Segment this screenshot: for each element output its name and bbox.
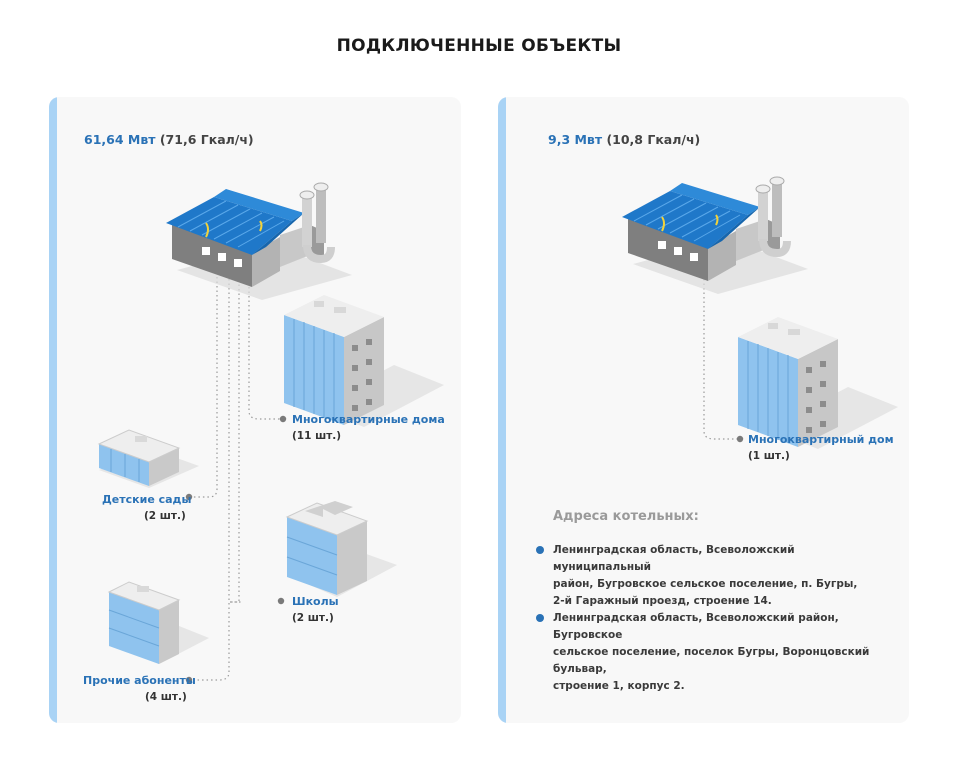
panel-right: 9,3 Мвт (10,8 Гкал/ч) Многоквартирный до… xyxy=(498,97,909,723)
address-1-line3: 2-й Гаражный проезд, строение 14. xyxy=(553,595,772,607)
right-diagram xyxy=(498,97,899,450)
dot-kindergartens xyxy=(185,493,193,501)
address-1-line2: район, Бугровское сельское поселение, п.… xyxy=(553,578,858,590)
dot-other xyxy=(185,676,193,684)
count-schools: (2 шт.) xyxy=(292,612,334,624)
right-power-gcal: (10,8 Гкал/ч) xyxy=(606,132,701,147)
address-bullet xyxy=(536,614,544,622)
label-schools: Школы xyxy=(292,595,339,608)
label-kindergartens: Детские сады xyxy=(102,493,192,506)
dot-schools xyxy=(277,597,285,605)
panel-accent-bar xyxy=(498,97,506,723)
left-power-mw: 61,64 Мвт xyxy=(84,132,156,147)
address-bullet xyxy=(536,546,544,554)
right-power: 9,3 Мвт (10,8 Гкал/ч) xyxy=(548,132,700,147)
school-icon xyxy=(286,500,398,598)
boiler-house-icon xyxy=(622,177,808,294)
line-other xyxy=(191,279,230,681)
label-apartment: Многоквартирный дом xyxy=(748,433,894,446)
other-building-icon xyxy=(108,581,210,665)
address-1-line1: Ленинградская область, Всеволожский муни… xyxy=(553,544,795,573)
address-2-line3: строение 1, корпус 2. xyxy=(553,680,685,692)
address-2-line2: сельское поселение, поселок Бугры, Ворон… xyxy=(553,646,870,675)
line-kindergartens xyxy=(191,277,218,498)
line-apartment xyxy=(703,279,742,440)
boiler-house-icon xyxy=(166,183,352,300)
count-kindergartens: (2 шт.) xyxy=(144,510,186,522)
apartment-building-icon xyxy=(737,316,899,450)
left-power-gcal: (71,6 Гкал/ч) xyxy=(159,132,254,147)
count-apartments: (11 шт.) xyxy=(292,430,342,442)
line-apartments xyxy=(248,287,281,420)
count-apartment: (1 шт.) xyxy=(748,450,790,462)
right-power-mw: 9,3 Мвт xyxy=(548,132,603,147)
left-power: 61,64 Мвт (71,6 Гкал/ч) xyxy=(84,132,254,147)
page-title: ПОДКЛЮЧЕННЫЕ ОБЪЕКТЫ xyxy=(336,36,622,56)
kindergarten-icon xyxy=(98,429,200,489)
addresses-title: Адреса котельных: xyxy=(553,509,699,524)
address-2-line1: Ленинградская область, Всеволожский райо… xyxy=(553,612,839,641)
address-1: Ленинградская область, Всеволожский муни… xyxy=(553,542,883,610)
panel-left: 61,64 Мвт (71,6 Гкал/ч) Многоквартирные … xyxy=(49,97,461,723)
dot-apartment xyxy=(736,435,744,443)
panel-accent-bar xyxy=(49,97,57,723)
label-apartments: Многоквартирные дома xyxy=(292,413,445,426)
apartment-building-icon xyxy=(283,294,445,428)
count-other: (4 шт.) xyxy=(145,691,187,703)
line-schools xyxy=(229,280,241,603)
left-diagram xyxy=(98,97,445,684)
address-2: Ленинградская область, Всеволожский райо… xyxy=(553,610,883,695)
label-other: Прочие абоненты xyxy=(83,674,196,687)
dot-apartments xyxy=(279,415,287,423)
